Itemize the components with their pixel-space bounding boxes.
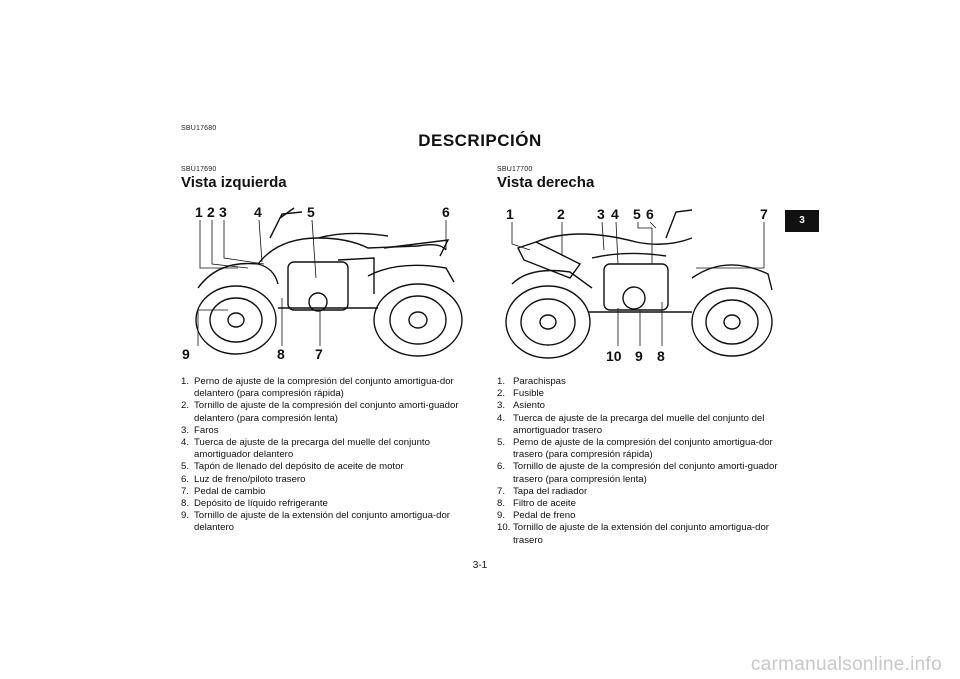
chapter-tab[interactable]: 3 (785, 210, 819, 232)
item-number: 8. (181, 498, 190, 510)
item-text: Asiento (513, 400, 545, 412)
callout-left-4: 4 (254, 204, 262, 220)
callout-left-5: 5 (307, 204, 315, 220)
item-text: Luz de freno/piloto trasero (194, 473, 306, 485)
right-list-item: 4. Tuerca de ajuste de la precarga del mu… (497, 413, 781, 437)
item-number: 3. (497, 400, 506, 412)
watermark: carmanualsonline.info (750, 654, 942, 675)
right-parts-list: 1. Parachispas 2. Fusible 3. Asiento 4. Tuerca … (497, 376, 781, 547)
callout-right-9: 9 (635, 348, 643, 364)
right-list-item: 5. Perno de ajuste de la compresión del c… (497, 437, 781, 461)
item-text: Parachispas (513, 376, 566, 387)
item-text: Depósito de líquido refrigerante (194, 498, 328, 510)
item-number: 3. (181, 424, 190, 436)
left-list-item: 2. Tornillo de ajuste de la compresión de… (181, 400, 463, 424)
callout-right-1: 1 (506, 206, 514, 222)
item-number: 10. (497, 522, 511, 534)
left-list-item: 7. Pedal de cambio (181, 486, 463, 498)
callout-right-8: 8 (657, 348, 665, 364)
item-number: 8. (497, 498, 506, 510)
callout-left-3: 3 (219, 204, 227, 220)
left-list-item: 8. Depósito de líquido refrigerante (181, 498, 463, 510)
item-number: 7. (497, 485, 506, 497)
item-number: 9. (181, 510, 190, 522)
right-list-item: 9. Pedal de freno (497, 510, 781, 522)
left-section-code: SBU17690 (181, 166, 217, 173)
item-text: Fusible (513, 388, 544, 400)
right-section-title: Vista derecha (497, 174, 595, 191)
section-code-top: SBU17680 (181, 125, 217, 132)
item-number: 6. (181, 473, 190, 485)
atv-left-view-illustration: 1 2 3 4 5 6 9 8 7 (182, 204, 463, 362)
item-text: Tapón de llenado del depósito de aceite … (194, 461, 404, 473)
callout-left-9: 9 (182, 346, 190, 362)
item-text: Tornillo de ajuste de la extensión del c… (513, 522, 769, 546)
right-list-item: 6. Tornillo de ajuste de la compresión de… (497, 461, 781, 485)
callout-right-3: 3 (597, 206, 605, 222)
item-text: Tuerca de ajuste de la precarga del muel… (513, 412, 765, 436)
callout-right-4: 4 (611, 206, 619, 222)
item-number: 4. (181, 437, 190, 449)
item-text: Filtro de aceite (513, 498, 576, 510)
right-section-code: SBU17700 (497, 166, 533, 173)
item-text: Pedal de cambio (194, 485, 266, 497)
item-number: 5. (181, 461, 190, 473)
item-number: 9. (497, 510, 506, 522)
right-list-item: 2. Fusible (497, 388, 781, 400)
left-list-item: 3. Faros (181, 425, 463, 437)
right-list-item: 1. Parachispas (497, 376, 781, 388)
item-number: 4. (497, 412, 506, 424)
callout-left-2: 2 (207, 204, 215, 220)
item-text: Tornillo de ajuste de la extensión del c… (194, 510, 450, 534)
left-list-item: 4. Tuerca de ajuste de la precarga del mu… (181, 437, 463, 461)
left-list-item: 6. Luz de freno/piloto trasero (181, 474, 463, 486)
left-section-title: Vista izquierda (181, 174, 287, 191)
left-parts-list: 1. Perno de ajuste de la compresión del c… (181, 376, 463, 535)
left-list-item: 1. Perno de ajuste de la compresión del c… (181, 376, 463, 400)
item-text: Faros (194, 424, 219, 436)
atv-right-view-illustration: 1 2 3 4 5 6 7 10 9 8 (505, 206, 773, 364)
item-text: Pedal de freno (513, 510, 576, 522)
item-number: 6. (497, 461, 506, 473)
item-text: Tornillo de ajuste de la compresión del … (513, 461, 778, 485)
page-title: DESCRIPCIÓN (418, 131, 542, 150)
item-number: 1. (181, 376, 190, 387)
item-text: Tornillo de ajuste de la compresión del … (194, 400, 459, 424)
callout-right-2: 2 (557, 206, 565, 222)
callout-left-8: 8 (277, 346, 285, 362)
callout-left-1: 1 (195, 204, 203, 220)
right-list-item: 8. Filtro de aceite (497, 498, 781, 510)
right-list-item: 7. Tapa del radiador (497, 486, 781, 498)
item-number: 2. (497, 388, 506, 400)
callout-right-7: 7 (760, 206, 768, 222)
item-number: 1. (497, 376, 506, 387)
callout-right-5: 5 (633, 206, 641, 222)
item-text: Perno de ajuste de la compresión del con… (513, 437, 773, 461)
right-list-item: 3. Asiento (497, 400, 781, 412)
item-number: 5. (497, 437, 506, 449)
callout-left-7: 7 (315, 346, 323, 362)
item-number: 2. (181, 400, 190, 412)
left-list-item: 5. Tapón de llenado del depósito de aceit… (181, 461, 463, 473)
right-list-item: 10.Tornillo de ajuste de la extensión de… (497, 522, 781, 546)
callout-right-6: 6 (646, 206, 654, 222)
callout-right-10: 10 (606, 348, 622, 364)
item-text: Perno de ajuste de la compresión del con… (194, 376, 454, 400)
item-number: 7. (181, 485, 190, 497)
callout-left-6: 6 (442, 204, 450, 220)
item-text: Tuerca de ajuste de la precarga del muel… (194, 437, 430, 461)
page-number: 3-1 (472, 560, 488, 571)
left-list-item: 9. Tornillo de ajuste de la extensión del… (181, 510, 463, 534)
item-text: Tapa del radiador (513, 485, 588, 497)
